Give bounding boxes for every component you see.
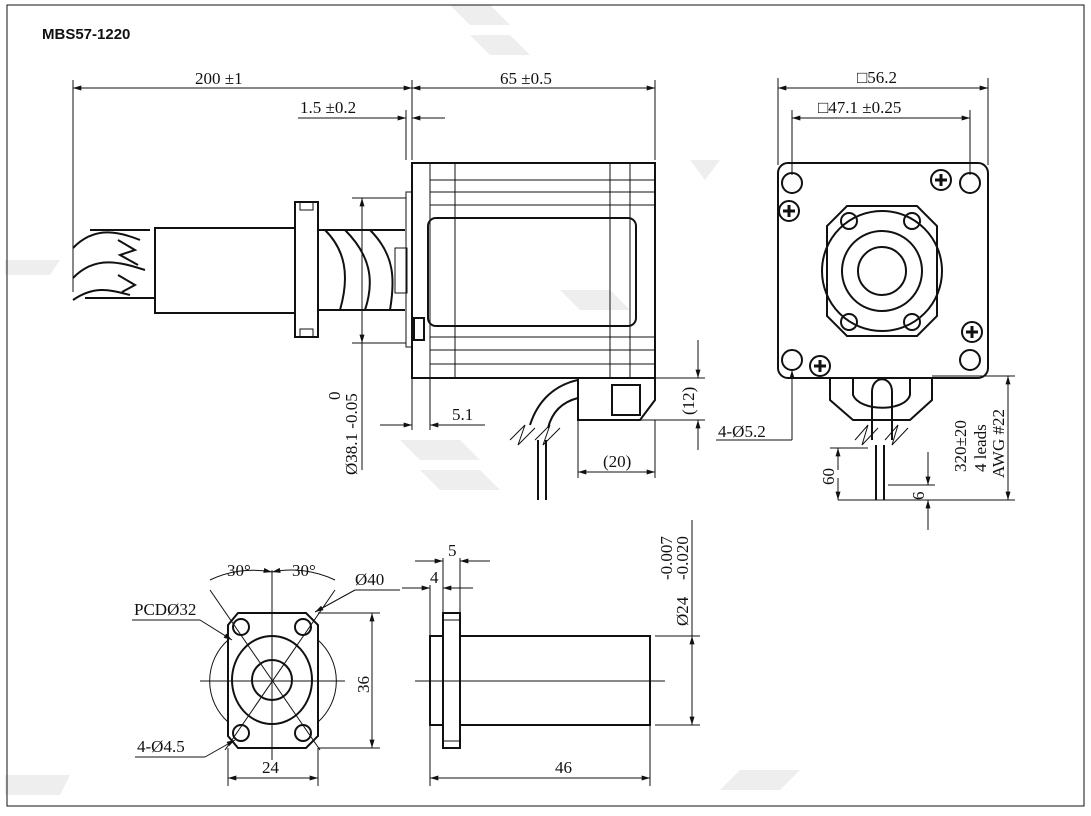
pilot-diameter-upper-tol: 0: [325, 392, 344, 401]
hole-spacing-label: □47.1 ±0.25: [818, 98, 901, 117]
motor-body: [405, 162, 656, 379]
angle-left-label: 30°: [227, 561, 251, 580]
flange-width-label: 5: [448, 541, 457, 560]
pilot-diameter-label: Ø38.1 -0.05: [342, 393, 361, 475]
stub-length-label: 4: [430, 568, 439, 587]
watermark: [5, 5, 800, 795]
cable-gland: [829, 378, 933, 500]
mounting-holes-label: 4-Ø5.2: [718, 422, 766, 441]
lead-length-label: 320±20: [951, 420, 970, 472]
flange-thickness-label: 1.5 ±0.2: [300, 98, 356, 117]
strip-length-outer-label: 60: [819, 468, 838, 485]
holes-label: 4-Ø4.5: [137, 737, 185, 756]
nut-side-view: 5 4 Ø24 -0.007 -0.020 46: [402, 520, 700, 786]
tolerance-upper-label: -0.007: [657, 536, 676, 580]
nut-height-label: 36: [354, 676, 373, 693]
drawing-border: [6, 4, 1085, 807]
flange-diameter-label: Ø40: [355, 570, 384, 589]
drawing-title: MBS57-1220: [42, 26, 130, 43]
outer-square-label: □56.2: [857, 68, 897, 87]
tolerance-lower-label: -0.020: [673, 536, 692, 580]
front-view: □56.2 □47.1 ±0.25 4-Ø5.2: [716, 68, 1015, 530]
cable-exit: [509, 378, 656, 500]
screw-head-icon: [778, 169, 983, 377]
lead-count-label: 4 leads: [971, 424, 990, 472]
body-diameter-label: Ø24: [673, 596, 692, 626]
cable-exit-height-label: (12): [679, 387, 698, 415]
lead-screw: [72, 201, 408, 338]
strip-length-inner-label: 6: [909, 492, 928, 501]
pilot-depth-label: 5.1: [452, 405, 473, 424]
cable-exit-length-label: (20): [603, 452, 631, 471]
angle-right-label: 30°: [292, 561, 316, 580]
motor-length-label: 65 ±0.5: [500, 69, 552, 88]
wire-gauge-label: AWG #22: [989, 409, 1008, 478]
side-view: 200 ±1 65 ±0.5 1.5 ±0.2: [72, 69, 705, 500]
nut-body: [154, 227, 296, 314]
overall-length-label: 200 ±1: [195, 69, 243, 88]
nut-length-label: 46: [555, 758, 572, 777]
nut-flange: [294, 201, 319, 338]
nut-front-view: 30° 30° Ø40 PCDØ32 4-Ø4.5 36 24: [132, 561, 400, 786]
pcd-label: PCDØ32: [134, 600, 196, 619]
nut-width-label: 24: [262, 758, 280, 777]
